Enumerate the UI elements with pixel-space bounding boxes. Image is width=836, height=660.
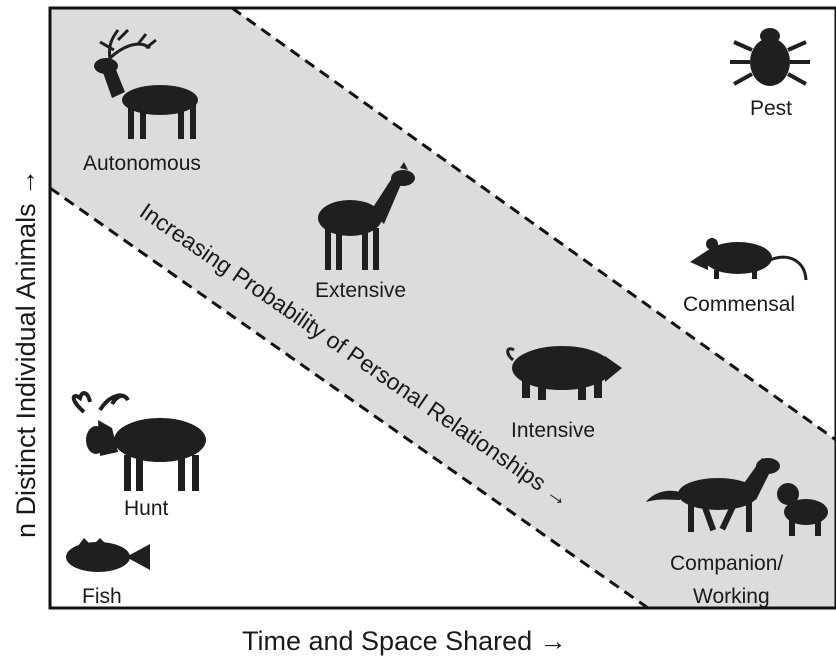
category-label-companion: Companion/ [670, 552, 783, 575]
category-label-commensal: Commensal [683, 293, 795, 316]
category-label-autonomous: Autonomous [83, 152, 201, 175]
category-label-working: Working [693, 585, 770, 608]
category-label-fish: Fish [82, 585, 122, 608]
category-label-hunt: Hunt [124, 497, 169, 520]
y-axis-label: n Distinct Individual Animals → [11, 169, 41, 538]
category-label-intensive: Intensive [511, 419, 595, 442]
category-label-pest: Pest [750, 97, 792, 120]
category-label-extensive: Extensive [315, 279, 406, 302]
x-axis-label: Time and Space Shared → [242, 626, 567, 656]
